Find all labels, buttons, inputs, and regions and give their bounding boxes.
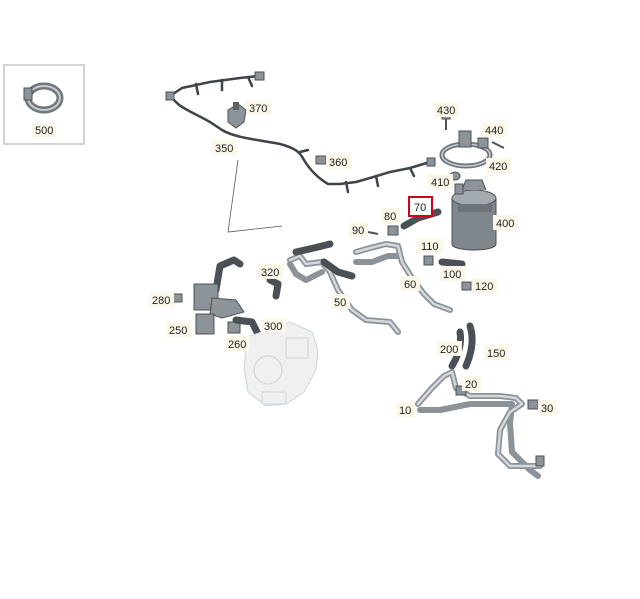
regulator-250 — [193, 256, 245, 335]
wiring-harness-350 — [165, 71, 436, 194]
label-120[interactable]: 120 — [475, 281, 493, 293]
hose-320 — [266, 276, 282, 300]
label-500[interactable]: 500 — [35, 125, 53, 137]
clamp-icon — [23, 82, 64, 114]
clip-360 — [315, 155, 327, 165]
label-10[interactable]: 10 — [399, 405, 411, 417]
label-410[interactable]: 410 — [431, 177, 449, 189]
label-30[interactable]: 30 — [541, 403, 553, 415]
label-360[interactable]: 360 — [329, 157, 347, 169]
bolt-30 — [527, 399, 539, 410]
fuel-filter-400 — [451, 179, 497, 251]
filter-bracket-420 — [439, 130, 493, 169]
label-300[interactable]: 300 — [264, 321, 282, 333]
label-430[interactable]: 430 — [437, 105, 455, 117]
hose-100 — [438, 258, 466, 268]
label-420[interactable]: 420 — [489, 161, 507, 173]
hose-150 — [462, 322, 476, 370]
fuel-line-50 — [287, 240, 401, 335]
label-110[interactable]: 110 — [421, 241, 439, 253]
label-370[interactable]: 370 — [249, 103, 267, 115]
bracket-370 — [227, 102, 247, 129]
label-260[interactable]: 260 — [228, 339, 246, 351]
label-320[interactable]: 320 — [261, 267, 279, 279]
label-440[interactable]: 440 — [485, 125, 503, 137]
screw-90 — [367, 231, 379, 235]
label-280[interactable]: 280 — [152, 295, 170, 307]
fuel-line-60 — [353, 241, 453, 313]
label-400[interactable]: 400 — [496, 218, 514, 230]
fitting-80 — [387, 225, 399, 236]
label-20[interactable]: 20 — [465, 379, 477, 391]
label-60[interactable]: 60 — [404, 279, 416, 291]
inset-box-500: 500 — [3, 64, 85, 145]
screw-440 — [491, 141, 505, 149]
bolt-120 — [461, 281, 472, 291]
label-50[interactable]: 50 — [334, 297, 346, 309]
label-100[interactable]: 100 — [443, 269, 461, 281]
highlight-box-70 — [408, 196, 433, 217]
clip-110 — [423, 255, 434, 266]
label-70[interactable]: 70 — [414, 202, 426, 214]
high-pressure-pump-ghost — [243, 321, 319, 407]
fuel-line-10 — [415, 369, 545, 479]
labels: 370 350 360 430 440 420 410 400 70 80 90… — [149, 100, 557, 417]
label-90[interactable]: 90 — [352, 225, 364, 237]
label-200[interactable]: 200 — [440, 344, 458, 356]
label-350[interactable]: 350 — [215, 143, 233, 155]
label-150[interactable]: 150 — [487, 348, 505, 360]
label-80[interactable]: 80 — [384, 211, 396, 223]
label-250[interactable]: 250 — [169, 325, 187, 337]
